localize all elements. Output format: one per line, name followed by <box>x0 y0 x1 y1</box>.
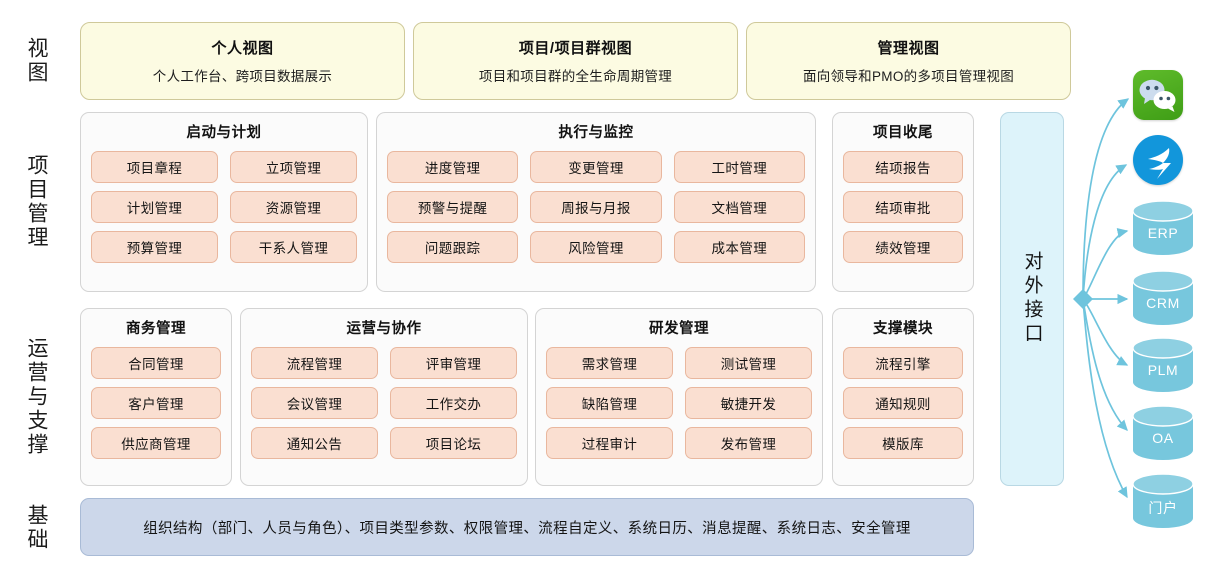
integration-hub-node <box>1073 289 1093 309</box>
group-operations-collaboration-chips: 流程管理 评审管理 会议管理 工作交办 通知公告 项目论坛 <box>251 347 517 459</box>
group-startup-planning-chips: 项目章程 立项管理 计划管理 资源管理 预算管理 干系人管理 <box>91 151 357 263</box>
row-label-operations-text: 运营与支撑 <box>25 337 49 457</box>
chip-item[interactable]: 变更管理 <box>530 151 662 183</box>
view-card-personal-title: 个人视图 <box>211 40 274 57</box>
group-project-closure: 项目收尾 结项报告 结项审批 绩效管理 <box>832 112 974 292</box>
chip-item[interactable]: 项目章程 <box>91 151 218 183</box>
crm-database-label: CRM <box>1146 295 1180 311</box>
group-execution-monitoring: 执行与监控 进度管理 变更管理 工时管理 预警与提醒 周报与月报 文档管理 问题… <box>376 112 816 292</box>
oa-database[interactable]: OA <box>1130 404 1196 462</box>
chip-item[interactable]: 风险管理 <box>530 231 662 263</box>
foundation-bar: 组织结构（部门、人员与角色）、项目类型参数、权限管理、流程自定义、系统日历、消息… <box>80 498 974 556</box>
row-label-foundation-text: 基础 <box>25 504 49 552</box>
row-label-foundation: 基础 <box>8 498 64 558</box>
group-operations-collaboration: 运营与协作 流程管理 评审管理 会议管理 工作交办 通知公告 项目论坛 <box>240 308 528 486</box>
plm-database[interactable]: PLM <box>1130 336 1196 394</box>
row-label-project: 项目管理 <box>8 112 64 292</box>
group-support-modules-chips: 流程引擎 通知规则 模版库 <box>843 347 963 459</box>
chip-item[interactable]: 成本管理 <box>673 231 805 263</box>
group-operations-collaboration-title: 运营与协作 <box>346 321 422 337</box>
group-execution-monitoring-title: 执行与监控 <box>558 125 634 141</box>
group-startup-planning: 启动与计划 项目章程 立项管理 计划管理 资源管理 预算管理 干系人管理 <box>80 112 368 292</box>
view-card-project-subtitle: 项目和项目群的全生命周期管理 <box>478 69 673 84</box>
chip-item[interactable]: 文档管理 <box>673 191 805 223</box>
row-label-project-text: 项目管理 <box>25 154 49 250</box>
chip-item[interactable]: 预算管理 <box>91 231 218 263</box>
chip-item[interactable]: 发布管理 <box>685 427 812 459</box>
view-card-project[interactable]: 项目/项目群视图 项目和项目群的全生命周期管理 <box>413 22 738 100</box>
chip-item[interactable]: 流程管理 <box>251 347 378 379</box>
chip-item[interactable]: 进度管理 <box>387 151 519 183</box>
group-rnd-management-chips: 需求管理 测试管理 缺陷管理 敏捷开发 过程审计 发布管理 <box>546 347 812 459</box>
view-card-personal[interactable]: 个人视图 个人工作台、跨项目数据展示 <box>80 22 405 100</box>
group-support-modules-title: 支撑模块 <box>873 321 933 337</box>
view-card-management[interactable]: 管理视图 面向领导和PMO的多项目管理视图 <box>746 22 1071 100</box>
chip-item[interactable]: 测试管理 <box>685 347 812 379</box>
group-business-management-title: 商务管理 <box>126 321 186 337</box>
external-interface-label: 对外接口 <box>1021 251 1043 347</box>
row-label-view: 视图 <box>8 22 64 100</box>
group-support-modules: 支撑模块 流程引擎 通知规则 模版库 <box>832 308 974 486</box>
chip-item[interactable]: 通知公告 <box>251 427 378 459</box>
crm-database[interactable]: CRM <box>1130 269 1196 327</box>
foundation-bar-text: 组织结构（部门、人员与角色）、项目类型参数、权限管理、流程自定义、系统日历、消息… <box>143 520 911 537</box>
chip-item[interactable]: 结项报告 <box>843 151 963 183</box>
chip-item[interactable]: 流程引擎 <box>843 347 963 379</box>
group-execution-monitoring-chips: 进度管理 变更管理 工时管理 预警与提醒 周报与月报 文档管理 问题跟踪 风险管… <box>387 151 805 263</box>
chip-item[interactable]: 周报与月报 <box>530 191 662 223</box>
group-project-closure-title: 项目收尾 <box>873 125 933 141</box>
chip-item[interactable]: 客户管理 <box>91 387 221 419</box>
wechat-icon[interactable] <box>1133 70 1189 126</box>
row-label-view-text: 视图 <box>25 37 49 85</box>
group-rnd-management-title: 研发管理 <box>649 321 709 337</box>
chip-item[interactable]: 工作交办 <box>390 387 517 419</box>
external-interface-panel[interactable]: 对外接口 <box>1000 112 1064 486</box>
portal-database[interactable]: 门户 <box>1130 472 1196 530</box>
chip-item[interactable]: 评审管理 <box>390 347 517 379</box>
chip-item[interactable]: 结项审批 <box>843 191 963 223</box>
chip-item[interactable]: 立项管理 <box>230 151 357 183</box>
dingtalk-icon[interactable] <box>1133 135 1189 191</box>
view-card-project-title: 项目/项目群视图 <box>518 40 633 57</box>
chip-item[interactable]: 计划管理 <box>91 191 218 223</box>
wechat-icon-glyph <box>1133 70 1183 120</box>
chip-item[interactable]: 敏捷开发 <box>685 387 812 419</box>
chip-item[interactable]: 项目论坛 <box>390 427 517 459</box>
view-card-personal-subtitle: 个人工作台、跨项目数据展示 <box>152 69 333 84</box>
portal-database-label: 门户 <box>1148 500 1178 516</box>
chip-item[interactable]: 绩效管理 <box>843 231 963 263</box>
chip-item[interactable]: 问题跟踪 <box>387 231 519 263</box>
chip-item[interactable]: 缺陷管理 <box>546 387 673 419</box>
erp-database[interactable]: ERP <box>1130 199 1196 257</box>
erp-database-label: ERP <box>1147 225 1179 241</box>
plm-database-label: PLM <box>1147 362 1179 378</box>
chip-item[interactable]: 通知规则 <box>843 387 963 419</box>
chip-item[interactable]: 预警与提醒 <box>387 191 519 223</box>
dingtalk-icon-glyph <box>1133 135 1183 185</box>
chip-item[interactable]: 模版库 <box>843 427 963 459</box>
chip-item[interactable]: 资源管理 <box>230 191 357 223</box>
group-business-management: 商务管理 合同管理 客户管理 供应商管理 <box>80 308 232 486</box>
group-project-closure-chips: 结项报告 结项审批 绩效管理 <box>843 151 963 263</box>
chip-item[interactable]: 需求管理 <box>546 347 673 379</box>
chip-item[interactable]: 工时管理 <box>673 151 805 183</box>
chip-item[interactable]: 干系人管理 <box>230 231 357 263</box>
row-label-operations: 运营与支撑 <box>8 308 64 486</box>
oa-database-label: OA <box>1152 430 1174 446</box>
view-card-management-subtitle: 面向领导和PMO的多项目管理视图 <box>802 69 1015 84</box>
chip-item[interactable]: 供应商管理 <box>91 427 221 459</box>
chip-item[interactable]: 合同管理 <box>91 347 221 379</box>
group-business-management-chips: 合同管理 客户管理 供应商管理 <box>91 347 221 459</box>
chip-item[interactable]: 会议管理 <box>251 387 378 419</box>
group-rnd-management: 研发管理 需求管理 测试管理 缺陷管理 敏捷开发 过程审计 发布管理 <box>535 308 823 486</box>
group-startup-planning-title: 启动与计划 <box>186 125 262 141</box>
chip-item[interactable]: 过程审计 <box>546 427 673 459</box>
view-card-management-title: 管理视图 <box>877 40 940 57</box>
